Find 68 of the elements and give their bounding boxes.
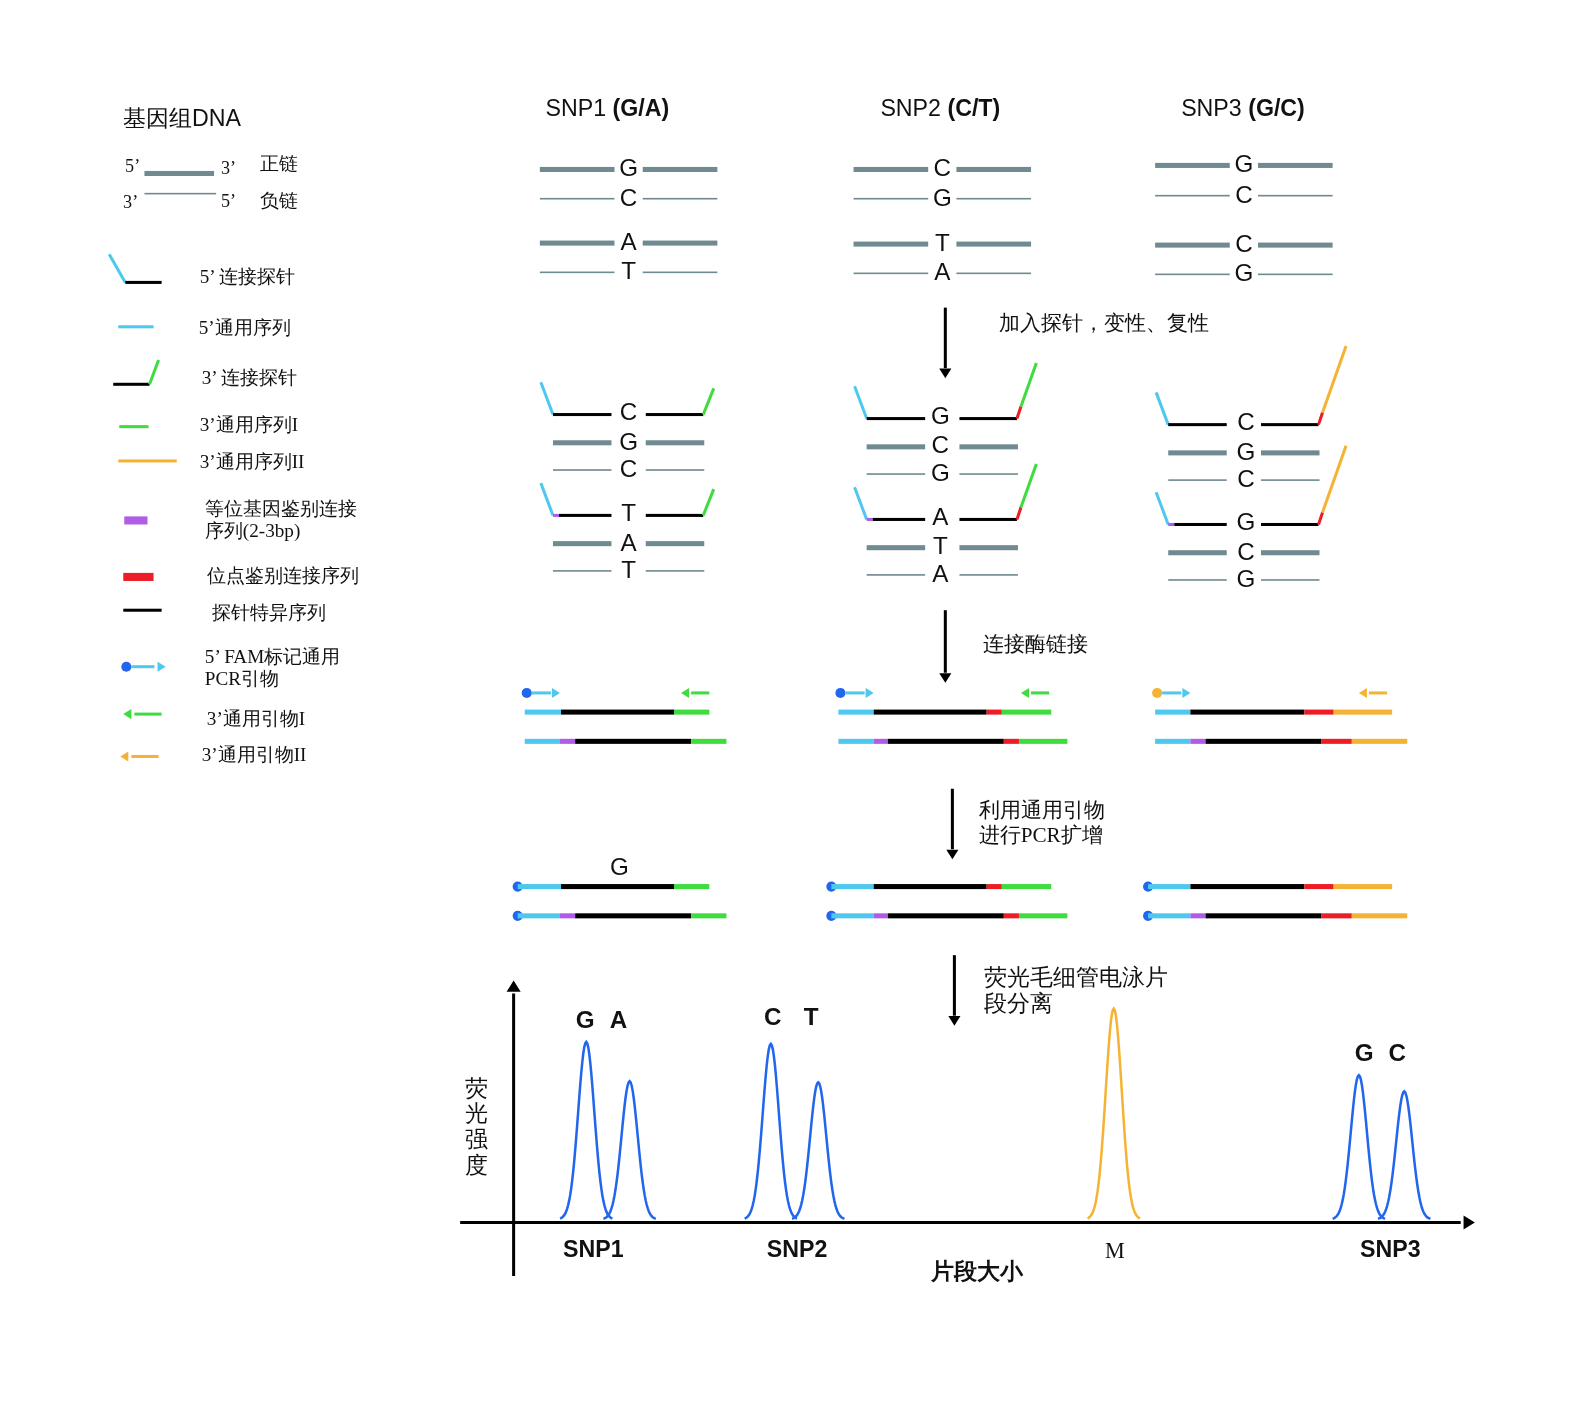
legend-label: 位点鉴别连接序列 bbox=[206, 565, 359, 588]
base-letter: G bbox=[930, 401, 950, 430]
heading: 基因组DNA bbox=[123, 104, 242, 132]
legend-label: 5’ 连接探针 bbox=[199, 266, 296, 289]
step-label: 荧光毛细管电泳片段分离 bbox=[983, 964, 1169, 1018]
base-letter: G bbox=[619, 154, 638, 183]
strand-end-label: 5’ bbox=[220, 190, 237, 212]
strand-end-label: 3’ bbox=[220, 158, 237, 179]
base-letter: T bbox=[621, 498, 636, 527]
step-label: 加入探针，变性、复性 bbox=[998, 310, 1209, 335]
base-letter: C bbox=[619, 455, 638, 484]
category-label: SNP1 bbox=[562, 1235, 624, 1263]
legend-label: 负链 bbox=[260, 189, 299, 212]
peak-label: A bbox=[609, 1006, 628, 1034]
base-letter: C bbox=[619, 183, 638, 212]
strand-end-label: 5’ bbox=[125, 156, 141, 177]
base-letter: C bbox=[619, 397, 638, 426]
legend-label: 3’通用引物I bbox=[206, 708, 306, 731]
base-letter: C bbox=[1237, 407, 1255, 436]
peak-label: T bbox=[803, 1003, 819, 1031]
base-letter: G bbox=[1236, 438, 1256, 466]
legend-label: 3’通用序列II bbox=[199, 451, 305, 474]
snp-title: SNP2 (C/T) bbox=[880, 94, 1001, 122]
legend-label: 3’ 连接探针 bbox=[201, 367, 298, 390]
base-letter: A bbox=[620, 228, 637, 257]
base-letter: C bbox=[1235, 230, 1253, 259]
base-letter: G bbox=[932, 183, 952, 212]
snp-title: SNP3 (G/C) bbox=[1181, 94, 1305, 122]
snp-title: SNP1 (G/A) bbox=[545, 94, 670, 122]
peak-label: G bbox=[1354, 1039, 1374, 1068]
legend-label: 正链 bbox=[260, 153, 299, 176]
legend-label: 3’通用序列I bbox=[199, 413, 299, 436]
step-label: 连接酶链接 bbox=[982, 631, 1088, 656]
base-letter: T bbox=[932, 531, 948, 560]
base-letter: C bbox=[933, 154, 952, 183]
base-letter: G bbox=[1234, 259, 1254, 288]
category-label: SNP3 bbox=[1360, 1235, 1421, 1263]
base-letter: G bbox=[930, 459, 950, 488]
base-letter: G bbox=[1236, 565, 1256, 594]
base-letter: A bbox=[932, 560, 949, 588]
legend-label: 探针特异序列 bbox=[211, 602, 326, 625]
category-label: SNP2 bbox=[766, 1235, 828, 1263]
base-letter: C bbox=[1237, 537, 1255, 566]
legend-label: 5’通用序列 bbox=[198, 316, 291, 339]
base-letter: A bbox=[932, 502, 949, 531]
base-letter: C bbox=[931, 431, 950, 459]
base-letter: G bbox=[610, 852, 629, 881]
peak-label: C bbox=[1388, 1039, 1407, 1068]
axis-title: 荧光强度 bbox=[464, 1075, 489, 1178]
peak-label: C bbox=[764, 1003, 782, 1031]
base-letter: C bbox=[1237, 465, 1255, 494]
step-label: 利用通用引物进行PCR扩增 bbox=[978, 797, 1106, 847]
base-letter: A bbox=[934, 258, 951, 287]
category-label: M bbox=[1105, 1238, 1125, 1264]
legend-label: 5’ FAM标记通用PCR引物 bbox=[204, 645, 342, 690]
base-letter: G bbox=[619, 428, 638, 456]
peak-label: G bbox=[575, 1006, 595, 1034]
legend-label: 等位基因鉴别连接序列(2-3bp) bbox=[204, 497, 358, 542]
base-letter: A bbox=[620, 528, 637, 557]
legend-label: 3’通用引物II bbox=[201, 743, 307, 766]
axis-title: 片段大小 bbox=[930, 1257, 1023, 1285]
base-letter: T bbox=[621, 556, 636, 584]
base-letter: G bbox=[1234, 150, 1254, 179]
base-letter: T bbox=[934, 229, 950, 258]
base-letter: G bbox=[1236, 507, 1256, 536]
base-letter: C bbox=[1235, 180, 1253, 209]
base-letter: T bbox=[621, 257, 636, 286]
strand-end-label: 3’ bbox=[123, 191, 139, 213]
